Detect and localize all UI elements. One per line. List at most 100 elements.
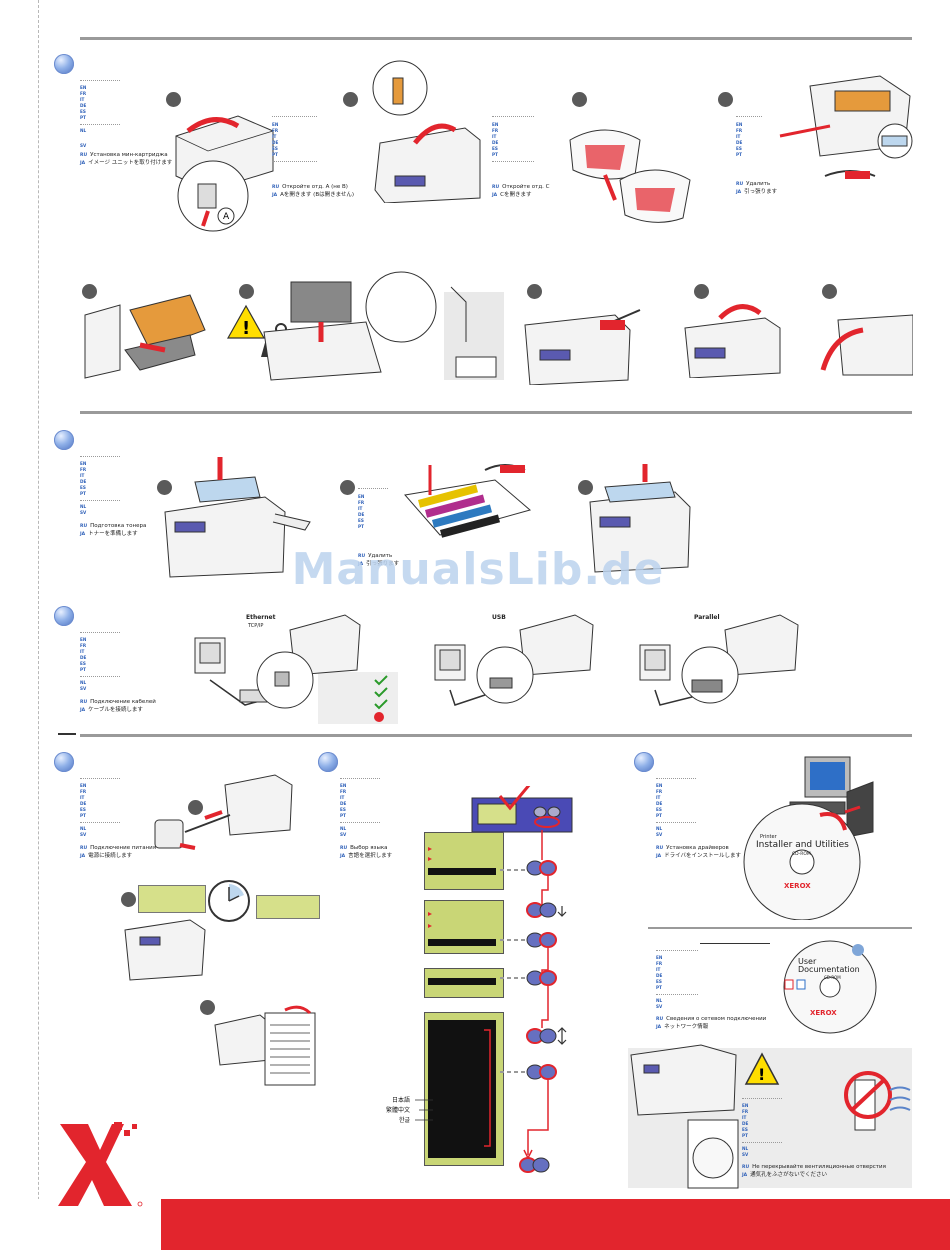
lcd-display-ready: [256, 895, 320, 919]
text-rule: [656, 950, 698, 951]
language-codes: SV: [80, 143, 87, 148]
text-rule: [656, 994, 698, 995]
step-number: [200, 1000, 215, 1015]
section-divider: [80, 734, 912, 737]
open-cover-illustration: A: [175, 115, 274, 232]
parallel-connection-illustration: [639, 614, 799, 706]
close-front-illustration: [820, 314, 913, 376]
text-rule: [80, 80, 120, 81]
footer-logo-area: [0, 1199, 161, 1250]
power-cord-illustration: [154, 774, 293, 850]
language-option: 繁體中文: [386, 1107, 411, 1114]
language-list: 日本語 繁體中文 한글: [386, 1096, 410, 1126]
text-rule: [80, 632, 120, 633]
section-badge: [634, 752, 654, 772]
menu-markers: [428, 912, 432, 928]
menu-screen: [424, 832, 504, 890]
svg-text:A: A: [223, 212, 230, 222]
section-badge: [54, 430, 74, 450]
step-number: [343, 92, 358, 107]
text-rule: [80, 500, 120, 501]
open-toner-door-illustration: [164, 457, 311, 578]
parallel-label: Parallel: [694, 614, 720, 621]
usb-label: USB: [492, 614, 506, 621]
remove-shipping-illustration: [779, 75, 913, 179]
unpack-illustration: [569, 129, 691, 223]
check-icon: [374, 687, 388, 698]
text-rule: [272, 116, 317, 117]
section-divider: [80, 37, 912, 40]
section-badge: [318, 752, 338, 772]
watermark: ManualsLib.de: [291, 544, 665, 595]
menu-navigation-flow: [500, 830, 567, 1173]
language-option: 日本語: [392, 1097, 411, 1104]
text-rule: [492, 116, 534, 117]
text-rule: [742, 1098, 782, 1099]
xerox-logo: [58, 1122, 143, 1207]
check-icon: [374, 699, 388, 710]
installer-cd-illustration: [743, 803, 861, 920]
documentation-cd-illustration: [783, 940, 877, 1034]
language-list-area: [428, 1020, 496, 1158]
toner-cartridges-illustration: [404, 464, 532, 538]
text-rule: [358, 488, 388, 489]
ethernet-label: Ethernet: [246, 614, 276, 621]
section-badge: [54, 606, 74, 626]
text-rule: [80, 822, 120, 823]
menu-selection-bar: [428, 939, 496, 946]
text-rule: [492, 161, 534, 162]
language-leaders: [415, 1099, 433, 1121]
ethernet-connection-illustration: [194, 614, 388, 722]
text-rule: [272, 161, 317, 162]
step-number: [694, 284, 709, 299]
step-number: [527, 284, 542, 299]
step-number: [121, 892, 136, 907]
text-rule: [80, 778, 120, 779]
cd-small-label: Printer: [760, 834, 777, 840]
check-icon: [374, 675, 388, 686]
printer-panel-illustration: [124, 919, 206, 981]
text-rule: [340, 822, 380, 823]
step-number: [578, 480, 593, 495]
step-number: [166, 92, 181, 107]
usb-connection-illustration: [434, 614, 594, 706]
text-rule: [80, 676, 120, 677]
fold-line: [38, 0, 39, 1250]
callout-line: [700, 943, 770, 944]
menu-markers: [428, 847, 432, 861]
close-cover-illustration: [684, 304, 781, 378]
close-toner-door-illustration: [589, 464, 691, 573]
svg-text:!: !: [758, 1065, 765, 1084]
language-option: 한글: [398, 1117, 411, 1124]
